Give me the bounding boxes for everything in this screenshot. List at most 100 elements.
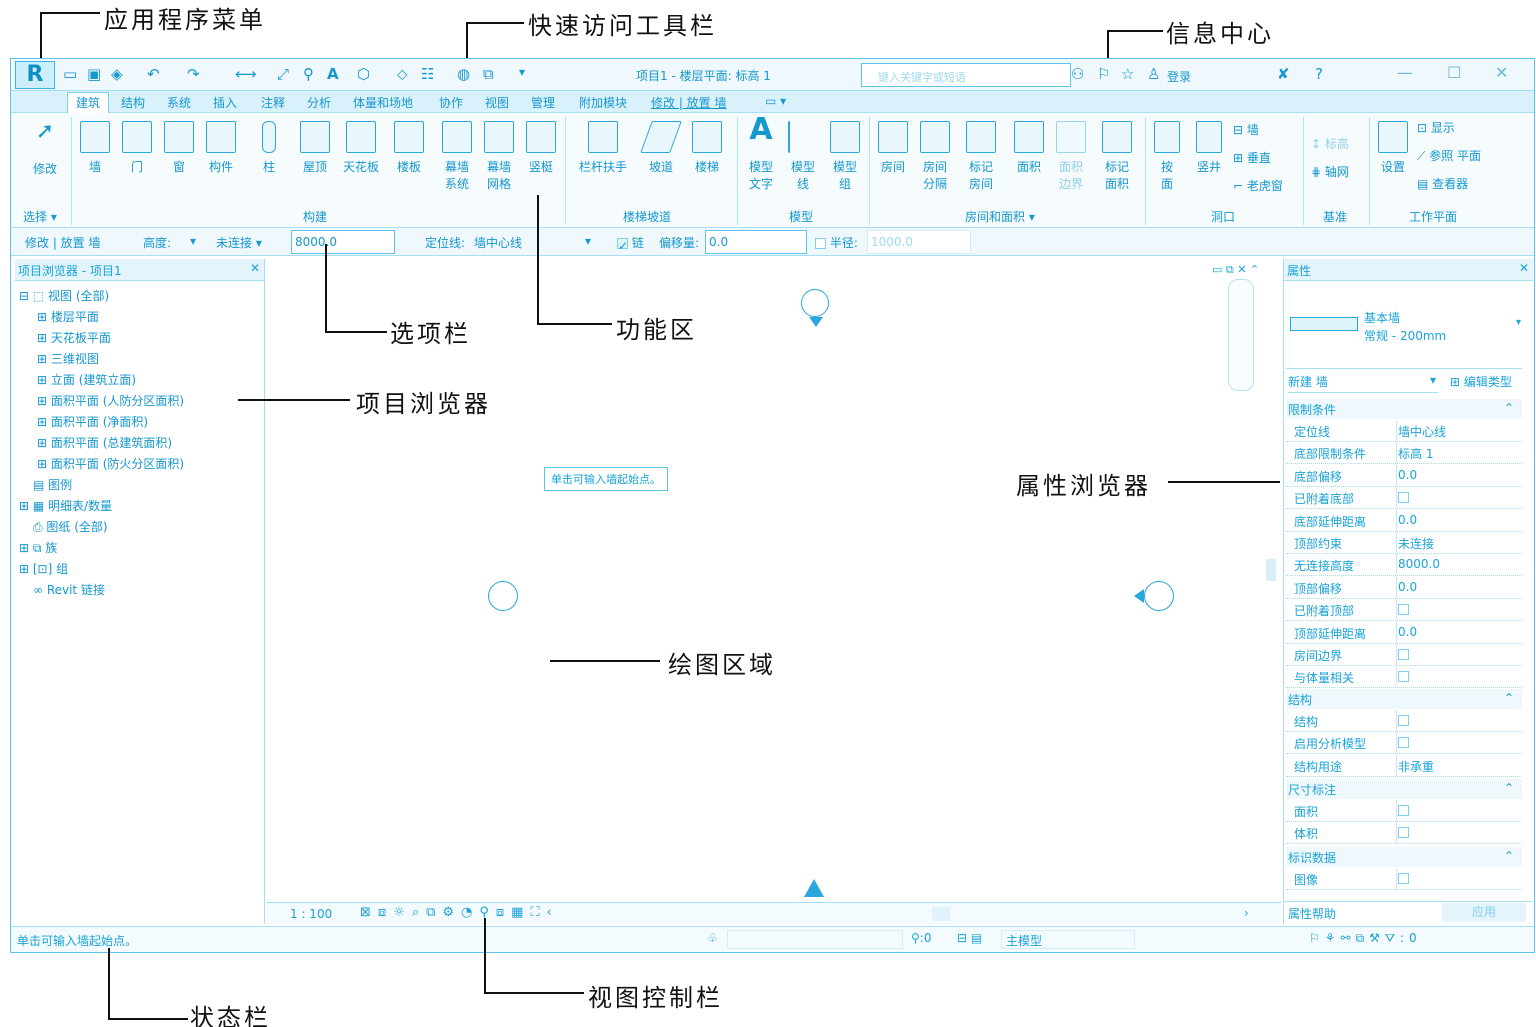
text-icon[interactable]: A — [327, 65, 339, 83]
tag-icon[interactable]: ⚲ — [303, 65, 314, 83]
curtain-system-button[interactable]: 幕墙系统 — [437, 121, 477, 193]
tab-systems[interactable]: 系统 — [167, 96, 192, 110]
set-workplane-button[interactable]: 设置 — [1373, 121, 1413, 176]
close-hidden-icon[interactable]: ◍ — [457, 65, 471, 83]
component-button[interactable]: 构件 — [201, 121, 241, 176]
tree-item-views[interactable]: ⊟ ⬚ 视图 (全部) — [19, 289, 110, 303]
mullion-button[interactable]: 竖梃 — [521, 121, 561, 176]
vertical-opening-button[interactable]: ⊞ 垂直 — [1233, 151, 1271, 165]
section-room-area[interactable]: 房间和面积 ▾ — [965, 210, 1035, 224]
tree-item-3d-views[interactable]: ⊞ 三维视图 — [37, 352, 99, 366]
view-minimize-icon[interactable]: ▭ ⧉ ✕ ⌃ — [1212, 263, 1260, 276]
property-value[interactable]: 0.0 — [1398, 512, 1418, 527]
property-value[interactable] — [1398, 669, 1409, 683]
tab-manage[interactable]: 管理 — [531, 96, 556, 110]
horizontal-scrollbar-thumb[interactable] — [932, 907, 950, 921]
qat-dropdown-icon[interactable]: ▾ — [519, 65, 526, 79]
group-constraints[interactable]: 限制条件⌃ — [1286, 399, 1522, 419]
elevation-marker-south[interactable] — [804, 879, 824, 897]
property-checkbox[interactable] — [1398, 873, 1409, 884]
ramp-button[interactable]: 坡道 — [640, 121, 682, 176]
height-type-dropdown[interactable]: ▾ — [190, 234, 197, 248]
by-face-button[interactable]: 按面 — [1149, 121, 1185, 193]
property-value[interactable] — [1398, 871, 1409, 885]
view-control-icons[interactable]: ⊠⧈☼⌕⧉⚙◔⚲⧈▦⛶‹ — [360, 905, 559, 920]
wall-button[interactable]: 墙 — [75, 121, 115, 176]
level-button[interactable]: ↕ 标高 — [1311, 137, 1349, 151]
help-icon[interactable]: ? — [1315, 65, 1323, 83]
radius-input[interactable]: 1000.0 — [867, 230, 971, 254]
elevation-marker-east[interactable] — [1144, 581, 1174, 611]
tree-item-revit-links[interactable]: ∞ Revit 链接 — [33, 583, 105, 597]
property-row[interactable]: 图像 — [1286, 868, 1522, 890]
ref-plane-button[interactable]: ⟋ 参照 平面 — [1417, 149, 1482, 163]
tree-item-area-civil[interactable]: ⊞ 面积平面 (人防分区面积) — [37, 394, 185, 408]
thin-lines-icon[interactable]: ☷ — [421, 65, 435, 83]
tree-item-area-net[interactable]: ⊞ 面积平面 (净面积) — [37, 415, 149, 429]
edit-type-button[interactable]: ⊞ 编辑类型 — [1450, 375, 1512, 389]
undo-icon[interactable]: ↶ — [147, 65, 160, 83]
property-checkbox[interactable] — [1398, 827, 1409, 839]
design-option-select[interactable]: 主模型 — [1001, 930, 1135, 949]
stair-button[interactable]: 楼梯 — [687, 121, 727, 176]
apply-button[interactable]: 应用 — [1442, 903, 1526, 922]
height-mode-select[interactable]: 未连接 ▾ — [216, 236, 262, 250]
3d-view-icon[interactable]: ⬡ — [357, 65, 371, 83]
modify-button[interactable]: ➚修改 — [32, 119, 57, 177]
property-checkbox[interactable] — [1398, 671, 1409, 683]
scroll-right-icon[interactable]: › — [1244, 906, 1249, 920]
property-checkbox[interactable] — [1398, 492, 1409, 504]
property-row[interactable]: 已附着底部 — [1286, 487, 1522, 510]
location-line-select[interactable]: 墙中心线 ▾ — [474, 234, 591, 250]
viewer-button[interactable]: ▤ 查看器 — [1417, 177, 1469, 191]
properties-help-link[interactable]: 属性帮助 — [1288, 907, 1337, 921]
star-icon[interactable]: ☆ — [1121, 65, 1135, 83]
property-row[interactable]: 底部限制条件标高 1 — [1286, 442, 1522, 465]
property-checkbox[interactable] — [1398, 604, 1409, 616]
floor-button[interactable]: 楼板 — [389, 121, 429, 176]
drawing-area[interactable]: ▭ ⧉ ✕ ⌃ 单击可输入墙起始点。 1 : 100 ⊠⧈☼⌕⧉⚙◔⚲⧈▦⛶‹ … — [266, 259, 1281, 924]
type-selector[interactable]: 基本墙 常规 - 200mm ▾ — [1286, 285, 1522, 369]
curtain-grid-button[interactable]: 幕墙网格 — [479, 121, 519, 193]
tab-architecture[interactable]: 建筑 — [67, 92, 110, 113]
property-value[interactable] — [1398, 490, 1409, 504]
property-row[interactable]: 体积 — [1286, 822, 1522, 845]
navigation-bar[interactable] — [1228, 279, 1254, 391]
shaft-button[interactable]: 竖井 — [1189, 121, 1229, 176]
exchange-icon[interactable]: ✘ — [1277, 65, 1290, 83]
tag-room-button[interactable]: 标记房间 — [961, 121, 1001, 193]
open-icon[interactable]: ▭ — [63, 65, 78, 83]
property-value[interactable] — [1398, 713, 1409, 727]
column-button[interactable]: 柱 — [249, 121, 289, 176]
tab-structure[interactable]: 结构 — [121, 96, 146, 110]
sync-icon[interactable]: ◈ — [111, 65, 123, 83]
view-scale[interactable]: 1 : 100 — [290, 907, 333, 921]
property-value[interactable]: 0.0 — [1398, 467, 1418, 482]
property-value[interactable]: 标高 1 — [1398, 447, 1434, 462]
property-value[interactable]: 非承重 — [1398, 759, 1435, 774]
tree-item-legends[interactable]: ▤ 图例 — [33, 478, 73, 492]
door-button[interactable]: 门 — [117, 121, 157, 176]
chevron-down-icon[interactable]: ▾ — [1516, 317, 1522, 328]
user-icon[interactable]: ♙ — [1147, 65, 1161, 83]
redo-icon[interactable]: ↷ — [187, 65, 200, 83]
tab-addins[interactable]: 附加模块 — [579, 96, 628, 110]
close-icon[interactable]: ✕ — [249, 261, 260, 275]
model-group-button[interactable]: 模型组 — [825, 121, 865, 193]
close-icon[interactable]: ✕ — [1495, 63, 1509, 82]
property-row[interactable]: 定位线墙中心线 — [1286, 420, 1522, 442]
property-row[interactable]: 面积 — [1286, 800, 1522, 822]
property-value[interactable] — [1398, 647, 1409, 661]
minimize-icon[interactable]: — — [1397, 63, 1413, 82]
property-row[interactable]: 结构用途非承重 — [1286, 754, 1522, 777]
property-checkbox[interactable] — [1398, 737, 1409, 749]
tree-item-area-gross[interactable]: ⊞ 面积平面 (总建筑面积) — [37, 436, 173, 450]
property-value[interactable]: 未连接 — [1398, 537, 1435, 551]
scrollbar-thumb[interactable] — [1266, 559, 1276, 581]
panel-toggle-icon[interactable]: ▭ ▾ — [765, 94, 787, 108]
property-row[interactable]: 房间边界 — [1286, 644, 1522, 666]
property-checkbox[interactable] — [1398, 715, 1409, 726]
